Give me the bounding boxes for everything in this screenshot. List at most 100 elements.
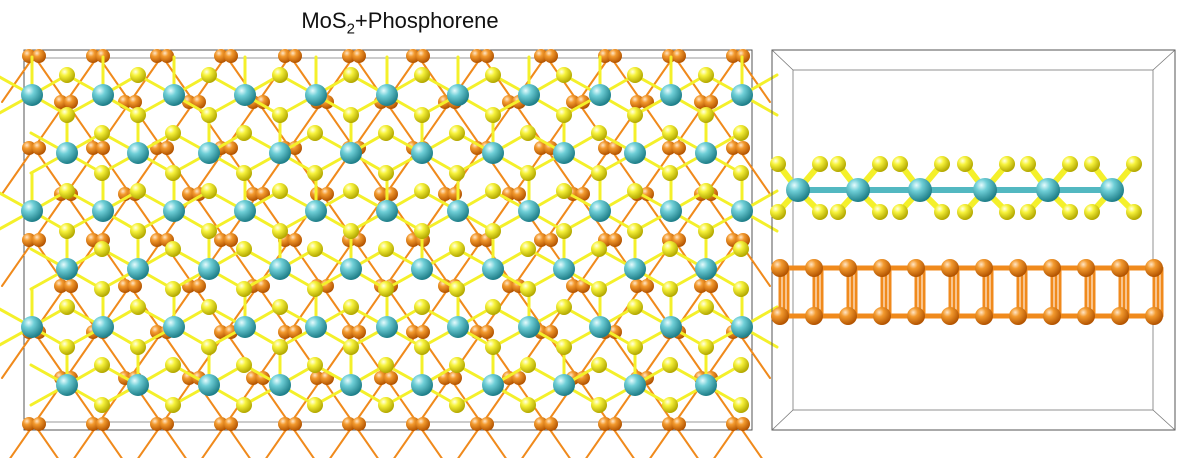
phosphorus-atom [256, 279, 270, 293]
phosphorus-bond [161, 423, 187, 458]
sulfur-atom [1062, 204, 1078, 220]
molybdenum-atom [624, 258, 646, 280]
molybdenum-atom [1100, 178, 1124, 202]
phosphorus-atom [598, 417, 612, 431]
phosphorus-bond [521, 423, 547, 458]
sulfur-atom [378, 281, 394, 297]
sulfur-atom [130, 67, 146, 83]
phosphorus-atom [480, 417, 494, 431]
sulfur-atom [830, 204, 846, 220]
phosphorus-bond [737, 147, 771, 195]
phosphorus-atom [160, 49, 174, 63]
phosphorus-atom [1009, 259, 1027, 277]
phosphorus-bond [321, 377, 355, 425]
phosphorus-bond [609, 193, 643, 241]
molybdenum-atom [269, 142, 291, 164]
phosphorus-atom [640, 279, 654, 293]
sulfur-atom [449, 397, 465, 413]
molybdenum-atom [786, 178, 810, 202]
phosphorus-bond [705, 193, 739, 241]
phosphorus-atom [86, 417, 100, 431]
phosphorus-atom [672, 141, 686, 155]
molybdenum-atom [376, 200, 398, 222]
phosphorus-bond [641, 55, 675, 103]
molybdenum-atom [56, 258, 78, 280]
phosphorus-atom [941, 307, 959, 325]
sulfur-atom [272, 339, 288, 355]
sulfur-atom [1020, 204, 1036, 220]
phosphorus-atom [352, 417, 366, 431]
phosphorus-atom [224, 49, 238, 63]
phosphorus-atom [1043, 307, 1061, 325]
sulfur-atom [770, 204, 786, 220]
phosphorus-atom [704, 279, 718, 293]
phosphorus-atom [662, 417, 676, 431]
sulfur-atom [414, 223, 430, 239]
phosphorus-atom [374, 371, 388, 385]
sulfur-atom [201, 67, 217, 83]
phosphorus-bond [129, 331, 163, 379]
title-subscript: 2 [346, 20, 355, 38]
sulfur-atom [1084, 204, 1100, 220]
sulfur-atom [698, 299, 714, 315]
phosphorus-bond [257, 331, 291, 379]
phosphorus-atom [975, 259, 993, 277]
sulfur-atom [449, 125, 465, 141]
phosphorus-bond [393, 423, 419, 458]
sulfur-atom [94, 281, 110, 297]
sulfur-atom [414, 183, 430, 199]
phosphorus-bond [353, 377, 387, 425]
sulfur-atom [59, 223, 75, 239]
molybdenum-atom [482, 258, 504, 280]
phosphorus-atom [224, 417, 238, 431]
sulfur-atom [59, 183, 75, 199]
molybdenum-atom [56, 142, 78, 164]
sulfur-atom [485, 299, 501, 315]
molybdenum-atom [973, 178, 997, 202]
sulfur-atom [662, 125, 678, 141]
molybdenum-atom [695, 142, 717, 164]
phosphorus-atom [54, 95, 68, 109]
sulfur-atom [449, 281, 465, 297]
phosphorus-atom [544, 233, 558, 247]
sulfur-atom [378, 397, 394, 413]
phosphorus-bond [353, 423, 379, 458]
sulfur-atom [520, 165, 536, 181]
molybdenum-atom [127, 142, 149, 164]
sulfur-atom [1126, 156, 1142, 172]
sulfur-atom [698, 183, 714, 199]
phosphorus-atom [224, 233, 238, 247]
sulfur-atom [59, 339, 75, 355]
phosphorus-bond [33, 239, 67, 287]
molybdenum-atom [21, 200, 43, 222]
phosphorus-atom [288, 49, 302, 63]
sulfur-atom [59, 107, 75, 123]
molybdenum-atom [234, 316, 256, 338]
top-view-panel [0, 49, 779, 458]
phosphorus-bond [673, 423, 699, 458]
sulfur-atom [343, 67, 359, 83]
phosphorus-atom [608, 49, 622, 63]
phosphorus-bond [449, 147, 483, 195]
phosphorus-atom [704, 95, 718, 109]
molybdenum-atom [695, 258, 717, 280]
phosphorus-bond [65, 331, 99, 379]
phosphorus-atom [22, 141, 36, 155]
phosphorus-atom [406, 417, 420, 431]
phosphorus-bond [673, 55, 707, 103]
sulfur-atom [94, 397, 110, 413]
phosphorus-bond [609, 423, 635, 458]
phosphorus-bond [513, 239, 547, 287]
phosphorus-bond [385, 377, 419, 425]
top-view-molybdenum-layer [21, 84, 753, 396]
phosphorus-atom [22, 417, 36, 431]
sulfur-atom [485, 107, 501, 123]
phosphorus-bond [353, 101, 387, 149]
molybdenum-atom [163, 84, 185, 106]
phosphorus-atom [374, 187, 388, 201]
sulfur-atom [662, 281, 678, 297]
phosphorus-atom [566, 279, 580, 293]
phosphorus-atom [32, 417, 46, 431]
phosphorus-atom [416, 325, 430, 339]
sulfur-atom [957, 156, 973, 172]
